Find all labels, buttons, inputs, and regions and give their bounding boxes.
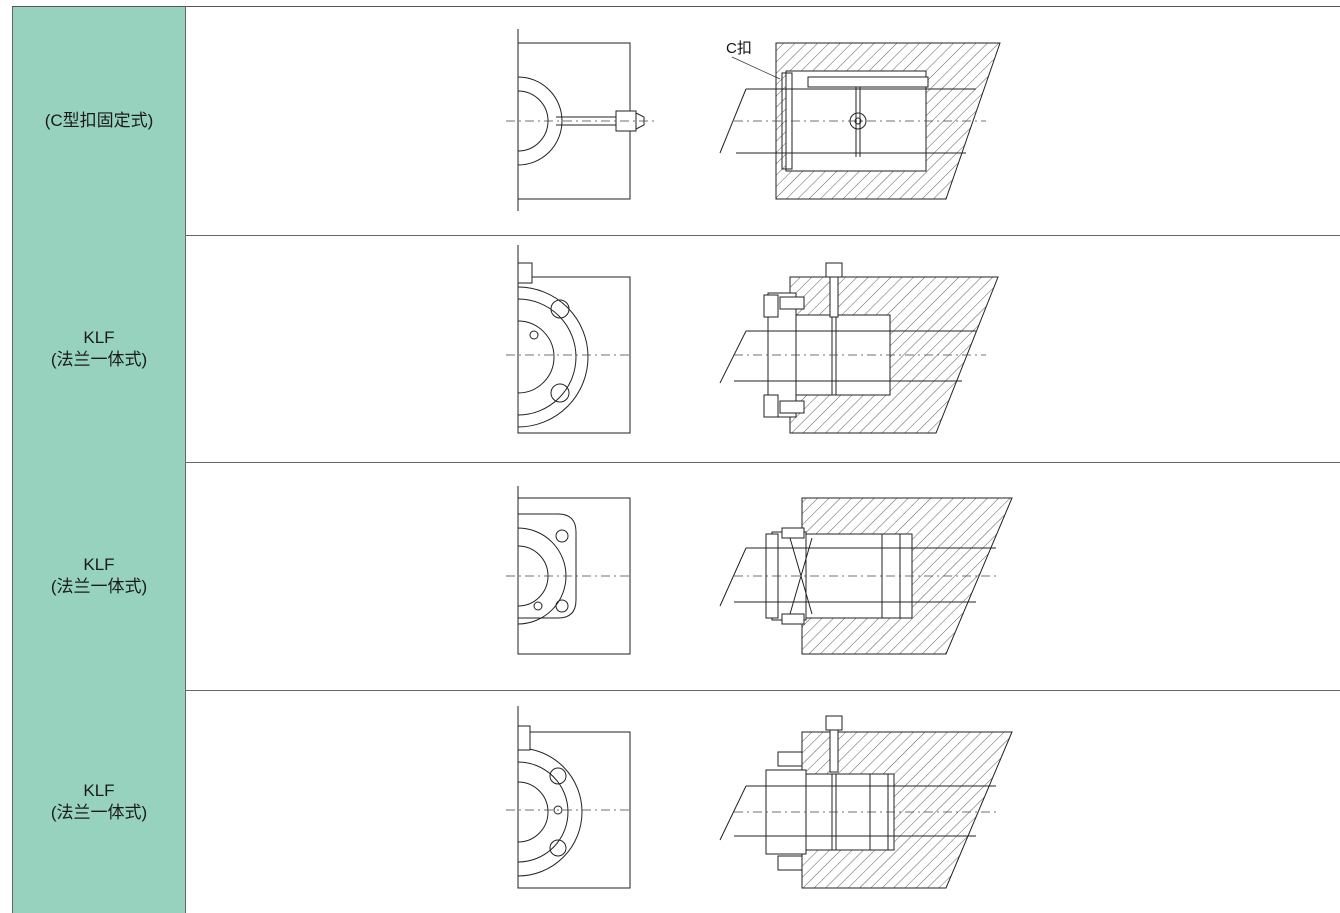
c-clip-drawing: C扣 [506,29,1001,211]
front-view [506,486,632,655]
installation-table: (C型扣固定式) [12,6,1340,913]
drawing-cell [186,462,1340,690]
row-model: KLF [83,555,115,574]
row-type: (法兰一体式) [50,577,148,596]
drawing-cell: C扣 [186,7,1340,235]
flange-drawing [506,706,1013,889]
row-model: KLF [83,327,115,347]
c-clip-callout: C扣 [726,40,752,57]
row-label-cell: (C型扣固定式) [12,7,186,235]
section-view: C扣 [719,40,1001,200]
front-view [506,706,632,889]
front-view [506,29,656,211]
table-row: (C型扣固定式) [12,7,1340,236]
table-row: KLF (法兰一体式) [12,235,1340,463]
row-type: (法兰一体式) [50,349,148,369]
drawing-cell [186,690,1340,913]
front-view [506,245,632,434]
section-view [719,497,1013,655]
row-type: (C型扣固定式) [44,111,154,130]
flange-drawing [506,486,1013,655]
drawing-cell [186,235,1340,462]
row-type: (法兰一体式) [50,802,148,822]
row-label-cell: KLF (法兰一体式) [12,235,186,462]
row-model: KLF [83,780,115,800]
row-label-cell: KLF (法兰一体式) [12,690,186,913]
table-row: KLF (法兰一体式) [12,690,1340,913]
flange-drawing [506,245,999,434]
section-view [719,262,999,434]
section-view [719,715,1013,889]
table-row: KLF (法兰一体式) [12,462,1340,691]
row-label-cell: KLF (法兰一体式) [12,462,186,690]
